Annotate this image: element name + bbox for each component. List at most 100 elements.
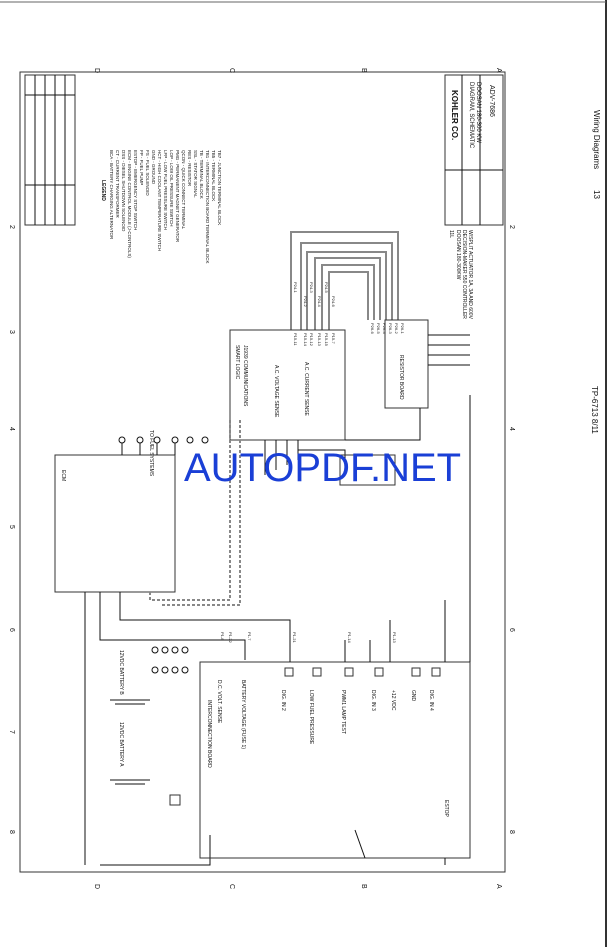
svg-text:ESTOP: ESTOP [443, 800, 449, 818]
ecm-wires [84, 420, 291, 865]
label: RES - RESISTOR [187, 150, 192, 187]
svg-text:LOW FUEL PRESSURE: LOW FUEL PRESSURE [308, 690, 314, 745]
footer-doc: TP-6713 8/11 [590, 386, 599, 434]
svg-text:+12 VDC: +12 VDC [390, 690, 396, 711]
label: QCON - QUICK CONNECT TERMINAL [181, 150, 186, 230]
label: P1-22 [228, 632, 233, 643]
label: P24-1 [293, 282, 298, 293]
label: P26-2 [394, 323, 399, 334]
label: P24-2 [303, 296, 308, 307]
board-terminals [284, 395, 471, 865]
label: TB5 - TERMINAL BLOCK [211, 150, 216, 201]
label: P1-14 [347, 632, 352, 643]
svg-text:6: 6 [8, 628, 15, 632]
svg-text:DIG. IN 4: DIG. IN 4 [428, 690, 434, 711]
comms-label: J1939 COMMUNICATIONS [242, 345, 248, 407]
label: LOP - LOW OIL PRESSURE SWITCH [169, 150, 174, 227]
label: CT - CURRENT TRANSFORMER [115, 150, 120, 219]
label: P1-8 [220, 632, 225, 641]
label: P15-13 [317, 333, 322, 347]
label: P15-11 [293, 333, 298, 346]
drawing-frame [19, 71, 506, 873]
svg-text:8: 8 [508, 830, 515, 834]
label: P24-6 [331, 296, 336, 307]
svg-text:12VDC BATTERY B: 12VDC BATTERY B [118, 650, 124, 695]
ct-wires [345, 334, 470, 441]
label: HCT - HIGH COOLANT TEMPERATURE SWITCH [157, 150, 162, 251]
svg-text:C: C [228, 884, 235, 889]
svg-text:DECISION-MAKER 550 CONTROLLER: DECISION-MAKER 550 CONTROLLER [461, 230, 467, 319]
header-page: 13 [592, 190, 601, 199]
svg-text:11L: 11L [448, 230, 454, 238]
revision-table [24, 74, 76, 226]
battery-b: 12VDC BATTERY B [110, 650, 150, 705]
svg-text:GND: GND [410, 690, 416, 702]
label: P26-3 [388, 323, 393, 334]
svg-text:D: D [93, 884, 100, 889]
svg-text:7: 7 [8, 730, 15, 734]
svg-text:2: 2 [508, 225, 515, 229]
svg-text:INTERCONNECTION BOARD: INTERCONNECTION BOARD [206, 700, 212, 768]
svg-text:W/SPLIT ACTUATOR 1A, 3A AND 60: W/SPLIT ACTUATOR 1A, 3A AND 600V [467, 230, 473, 320]
svg-text:6: 6 [508, 628, 515, 632]
svg-text:A: A [495, 68, 502, 73]
svg-text:B: B [360, 68, 367, 73]
legend: LEGEND BCA - BATTERY CHARGING ALTERNATOR… [100, 150, 222, 264]
ac-current-label: A.C. CURRENT SENSE [303, 362, 309, 416]
svg-text:8: 8 [8, 830, 15, 834]
label: SSL - STATOR SIGNAL [193, 150, 198, 198]
svg-text:C: C [228, 68, 235, 73]
label: PMG - PERMANENT MAGNET GENERATOR [175, 150, 180, 243]
label: P1-7 [247, 632, 252, 641]
resistor-board [384, 319, 429, 409]
label: TB7 - JUNCTION TERMINAL BLOCK [217, 150, 222, 225]
label: P24-4 [317, 296, 322, 307]
svg-text:B: B [360, 884, 367, 889]
label: P15-14 [303, 333, 308, 347]
svg-text:DIG. IN 3: DIG. IN 3 [370, 690, 376, 711]
p24-harness [290, 231, 399, 330]
label: P1-21 [292, 632, 297, 643]
label: P15-7 [331, 333, 336, 344]
svg-text:4: 4 [508, 427, 515, 431]
svg-text:BATTERY VOLTAGE (FUSE 1): BATTERY VOLTAGE (FUSE 1) [240, 680, 246, 749]
label: BCA - BATTERY CHARGING ALTERNATOR [109, 150, 114, 240]
grid-rows: D C B A D C B A [93, 68, 502, 889]
svg-text:4: 4 [8, 427, 15, 431]
label: DSS - DIESEL SHUTDOWN SOLENOID [121, 150, 126, 232]
label: TB1 - INTERCONNECTION BOARD TERMINAL BLO… [205, 150, 210, 264]
svg-text:5: 5 [8, 525, 15, 529]
label: ESTOP - EMERGENCY STOP SWITCH [133, 150, 138, 230]
ecm-box [54, 454, 176, 593]
battery-a: 12VDC BATTERY A [110, 722, 150, 785]
watermark: AUTOPDF.NET [184, 446, 462, 490]
smart-logic-label: SMART LOGIC [234, 345, 240, 380]
header-section: Wiring Diagrams [592, 110, 601, 169]
drawing-number: ADV-7686 [488, 85, 495, 117]
label: TB - TERMINAL BLOCK [199, 150, 204, 199]
svg-text:RESISTOR BOARD: RESISTOR BOARD [398, 355, 404, 400]
svg-text:LEGEND: LEGEND [100, 180, 106, 201]
ecm-label: ECM [60, 470, 66, 481]
label: FS - FUEL SOLENOID [145, 150, 150, 196]
label: LFP - LOW FUEL PRESSURE SWITCH [163, 150, 168, 230]
title-block: KOHLER CO. DIAGRAM, SCHEMATIC DOOSAN 180… [444, 74, 504, 320]
label: FP - FUEL PUMP [139, 150, 144, 185]
label: P26-4 [382, 323, 387, 334]
svg-text:DOOSAN 180-300KW: DOOSAN 180-300KW [455, 230, 461, 280]
label: P26-6 [370, 323, 375, 334]
voltage-sense-wires [264, 440, 346, 475]
svg-text:TO FUEL SYSTEMS: TO FUEL SYSTEMS [148, 430, 154, 477]
drawing-subtitle: DOOSAN 180-300 KW [475, 82, 481, 143]
label: P26-1 [400, 323, 405, 334]
label: GND - GROUND [151, 150, 156, 185]
svg-text:PWM1 LAMP TEST: PWM1 LAMP TEST [340, 690, 346, 734]
label: P1-13 [392, 632, 397, 643]
svg-text:3: 3 [8, 330, 15, 334]
svg-text:D.C. VOLT. SENSE: D.C. VOLT. SENSE [216, 680, 222, 724]
